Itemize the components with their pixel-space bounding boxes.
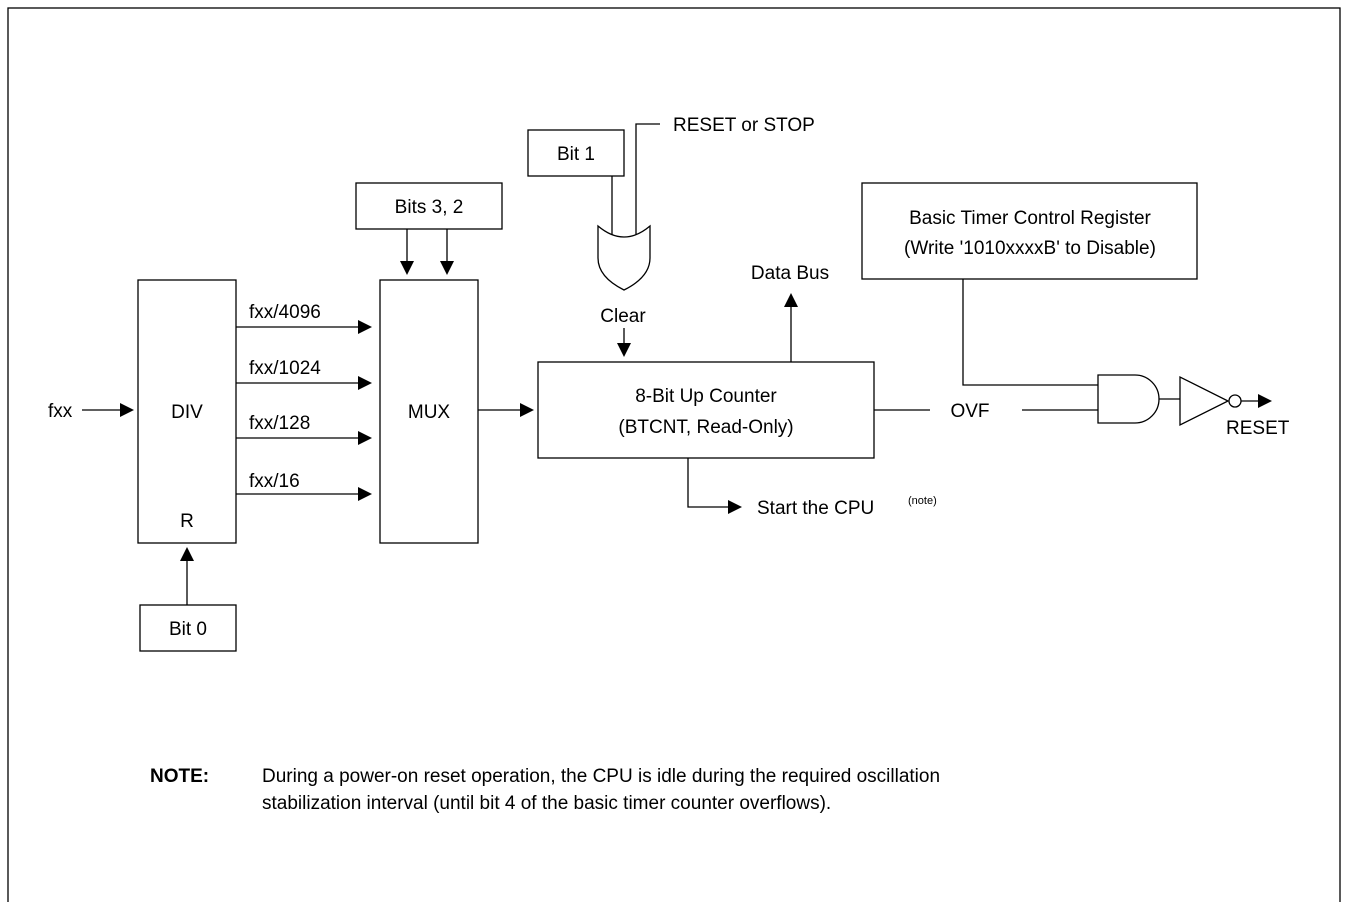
note-line-2: stabilization interval (until bit 4 of t… xyxy=(262,793,831,814)
div-block xyxy=(137,279,237,544)
counter-block xyxy=(537,361,875,459)
div-reset-label: R xyxy=(180,511,194,532)
div-output-16-arrow xyxy=(358,487,372,501)
reset-output-label: RESET xyxy=(1226,418,1290,439)
div-output-4096-arrow xyxy=(358,320,372,334)
start-cpu-arrow xyxy=(728,500,742,514)
and-gate xyxy=(1097,374,1160,424)
bits32-arrow-b xyxy=(440,261,454,275)
bit0-arrow xyxy=(180,547,194,561)
div-output-4096: fxx/4096 xyxy=(249,302,321,323)
reset-or-stop-label: RESET or STOP xyxy=(673,115,815,136)
reset-or-stop-wire xyxy=(635,123,660,236)
counter-label-2: (BTCNT, Read-Only) xyxy=(618,417,793,438)
mux-to-counter-arrow xyxy=(520,403,534,417)
bit1-label: Bit 1 xyxy=(557,144,595,165)
control-register-label-1: Basic Timer Control Register xyxy=(909,208,1151,229)
control-register-wire xyxy=(962,279,1098,386)
div-output-1024-arrow xyxy=(358,376,372,390)
fxx-input-arrow xyxy=(120,403,134,417)
start-cpu-note: (note) xyxy=(908,495,937,507)
start-cpu-wire xyxy=(687,458,728,508)
ovf-label: OVF xyxy=(950,401,989,422)
inverter-gate xyxy=(1179,375,1230,427)
mux-block xyxy=(379,279,479,544)
div-output-128-arrow xyxy=(358,431,372,445)
counter-label-1: 8-Bit Up Counter xyxy=(635,386,777,407)
start-cpu-label: Start the CPU xyxy=(757,498,874,519)
bit0-block xyxy=(139,604,237,652)
figure-frame xyxy=(7,7,1341,902)
control-register-block xyxy=(861,182,1198,280)
bit0-label: Bit 0 xyxy=(169,619,207,640)
fxx-input-label: fxx xyxy=(48,401,73,422)
clear-arrow xyxy=(617,343,631,357)
bits32-arrow-a xyxy=(400,261,414,275)
note-line-1: During a power-on reset operation, the C… xyxy=(262,766,940,787)
bits32-label: Bits 3, 2 xyxy=(395,197,464,218)
clear-label: Clear xyxy=(600,306,646,327)
div-output-1024: fxx/1024 xyxy=(249,358,321,379)
mux-label: MUX xyxy=(408,402,451,423)
div-output-16: fxx/16 xyxy=(249,471,300,492)
bit1-block xyxy=(527,129,625,177)
reset-output-arrow xyxy=(1258,394,1272,408)
note-heading: NOTE: xyxy=(150,766,209,787)
control-register-label-2: (Write '1010xxxxB' to Disable) xyxy=(904,238,1156,259)
inverter-bubble xyxy=(1228,394,1242,408)
or-gate xyxy=(597,224,651,291)
div-output-128: fxx/128 xyxy=(249,413,310,434)
data-bus-arrow xyxy=(784,293,798,307)
data-bus-label: Data Bus xyxy=(751,263,829,284)
div-label: DIV xyxy=(171,402,203,423)
bits32-block xyxy=(355,182,503,230)
